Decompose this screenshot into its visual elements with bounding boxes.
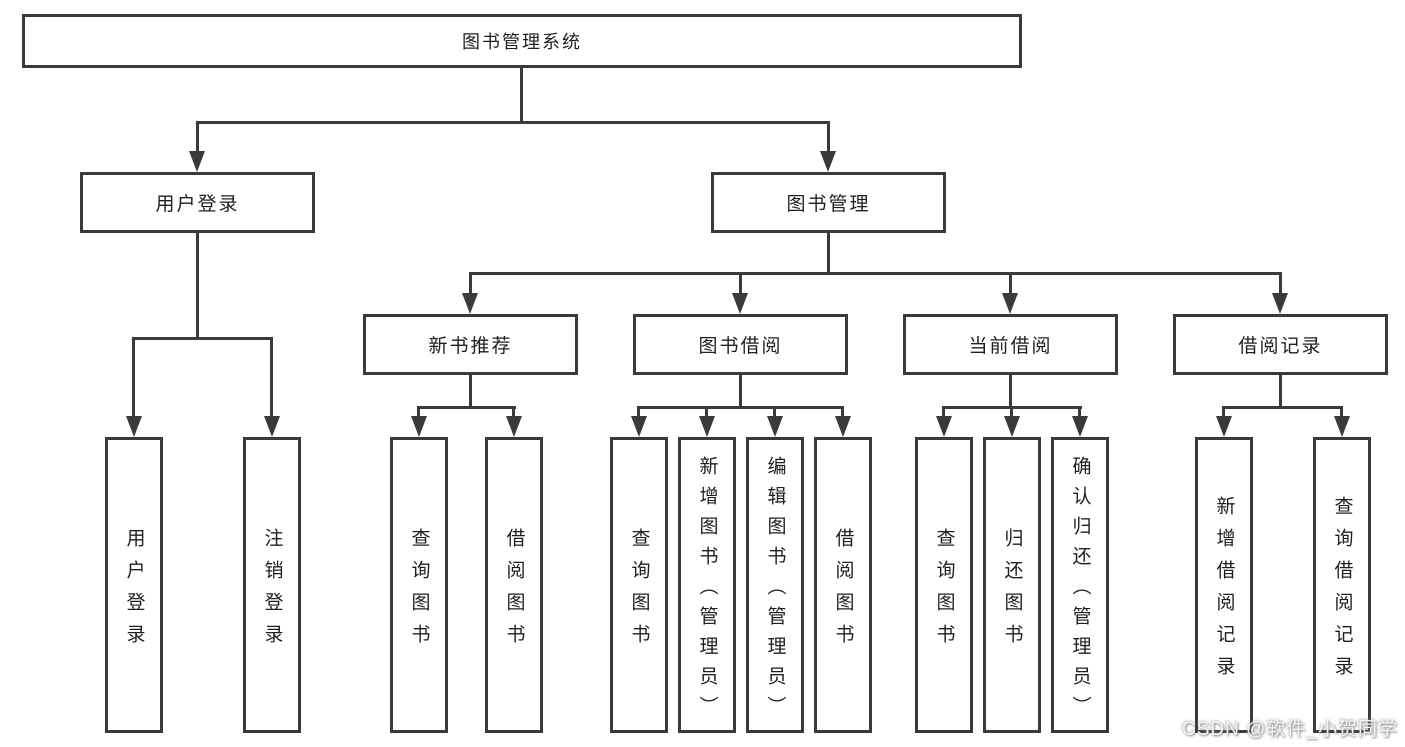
arrow-down-icon bbox=[1004, 416, 1020, 437]
arrow-down-icon bbox=[462, 293, 478, 314]
node-label: 编辑图书（管理员） bbox=[764, 455, 786, 726]
node-user-login: 用户登录 bbox=[80, 172, 315, 233]
arrow-down-icon bbox=[506, 416, 522, 437]
connector-line bbox=[1010, 406, 1013, 418]
node-label: 注销登录 bbox=[261, 527, 283, 656]
leaf-query-book-current: 查询图书 bbox=[915, 437, 973, 733]
arrow-down-icon bbox=[732, 293, 748, 314]
arrow-down-icon bbox=[631, 416, 647, 437]
node-new-book-recommend: 新书推荐 bbox=[363, 314, 578, 375]
connector-line bbox=[196, 233, 199, 337]
connector-line bbox=[469, 375, 472, 409]
arrow-down-icon bbox=[189, 151, 205, 172]
connector-line bbox=[469, 272, 1282, 275]
node-label: 借阅图书 bbox=[503, 527, 525, 656]
leaf-query-book-recommend: 查询图书 bbox=[390, 437, 448, 733]
connector-line bbox=[637, 406, 844, 409]
connector-line bbox=[1078, 406, 1081, 418]
node-label: 查询图书 bbox=[408, 527, 430, 656]
connector-line bbox=[417, 406, 420, 418]
leaf-borrow-book-recommend: 借阅图书 bbox=[485, 437, 543, 733]
node-library-management-system: 图书管理系统 bbox=[22, 14, 1022, 68]
leaf-add-book-admin: 新增图书（管理员） bbox=[678, 437, 736, 733]
node-label: 确认归还（管理员） bbox=[1069, 455, 1091, 726]
connector-line bbox=[132, 337, 135, 417]
node-label: 借阅记录 bbox=[1238, 336, 1323, 357]
leaf-user-login: 用户登录 bbox=[105, 437, 163, 733]
csdn-watermark: CSDN @软件_小贺同学 bbox=[1182, 719, 1398, 740]
node-label: 用户登录 bbox=[123, 527, 145, 656]
connector-line bbox=[196, 121, 830, 124]
connector-line bbox=[1279, 272, 1282, 294]
node-label: 新增借阅记录 bbox=[1213, 495, 1235, 688]
node-label: 图书借阅 bbox=[698, 336, 783, 357]
connector-line bbox=[773, 406, 776, 418]
arrow-down-icon bbox=[820, 151, 836, 172]
node-book-borrow: 图书借阅 bbox=[633, 314, 848, 375]
node-label: 归还图书 bbox=[1001, 527, 1023, 656]
connector-line bbox=[1222, 406, 1225, 418]
arrow-down-icon bbox=[264, 416, 280, 437]
arrow-down-icon bbox=[1334, 416, 1350, 437]
node-label: 查询图书 bbox=[933, 527, 955, 656]
connector-line bbox=[827, 121, 830, 154]
arrow-down-icon bbox=[767, 416, 783, 437]
node-label: 新增图书（管理员） bbox=[696, 455, 718, 726]
leaf-confirm-return-admin: 确认归还（管理员） bbox=[1051, 437, 1109, 733]
node-label: 图书管理 bbox=[786, 194, 871, 215]
node-label: 图书管理系统 bbox=[462, 32, 582, 52]
arrow-down-icon bbox=[835, 416, 851, 437]
node-label: 当前借阅 bbox=[968, 336, 1053, 357]
node-label: 查询图书 bbox=[628, 527, 650, 656]
connector-line bbox=[739, 272, 742, 294]
leaf-borrow-book: 借阅图书 bbox=[814, 437, 872, 733]
node-current-borrow: 当前借阅 bbox=[903, 314, 1118, 375]
connector-line bbox=[1279, 375, 1282, 409]
arrow-down-icon bbox=[936, 416, 952, 437]
connector-line bbox=[469, 272, 472, 294]
leaf-query-book-borrow: 查询图书 bbox=[610, 437, 668, 733]
arrow-down-icon bbox=[411, 416, 427, 437]
arrow-down-icon bbox=[699, 416, 715, 437]
connector-line bbox=[1009, 375, 1012, 409]
arrow-down-icon bbox=[1216, 416, 1232, 437]
connector-line bbox=[841, 406, 844, 418]
connector-line bbox=[196, 121, 199, 154]
connector-line bbox=[739, 375, 742, 409]
leaf-logout: 注销登录 bbox=[243, 437, 301, 733]
node-label: 新书推荐 bbox=[428, 336, 513, 357]
arrow-down-icon bbox=[1002, 293, 1018, 314]
connector-line bbox=[132, 337, 273, 340]
connector-line bbox=[270, 337, 273, 417]
connector-line bbox=[942, 406, 945, 418]
connector-line bbox=[512, 406, 515, 418]
leaf-query-borrow-record: 查询借阅记录 bbox=[1313, 437, 1371, 733]
leaf-edit-book-admin: 编辑图书（管理员） bbox=[746, 437, 804, 733]
leaf-add-borrow-record: 新增借阅记录 bbox=[1195, 437, 1253, 733]
connector-line bbox=[1340, 406, 1343, 418]
connector-line bbox=[1222, 406, 1343, 409]
node-label: 用户登录 bbox=[155, 194, 240, 215]
node-label: 借阅图书 bbox=[832, 527, 854, 656]
connector-line bbox=[705, 406, 708, 418]
arrow-down-icon bbox=[1072, 416, 1088, 437]
arrow-down-icon bbox=[1272, 293, 1288, 314]
node-book-management: 图书管理 bbox=[711, 172, 946, 233]
node-label: 查询借阅记录 bbox=[1331, 495, 1353, 688]
connector-line bbox=[520, 68, 523, 122]
connector-line bbox=[417, 406, 516, 409]
connector-line bbox=[827, 233, 830, 272]
leaf-return-book: 归还图书 bbox=[983, 437, 1041, 733]
node-borrow-records: 借阅记录 bbox=[1173, 314, 1388, 375]
arrow-down-icon bbox=[126, 416, 142, 437]
connector-line bbox=[637, 406, 640, 418]
connector-line bbox=[1009, 272, 1012, 294]
